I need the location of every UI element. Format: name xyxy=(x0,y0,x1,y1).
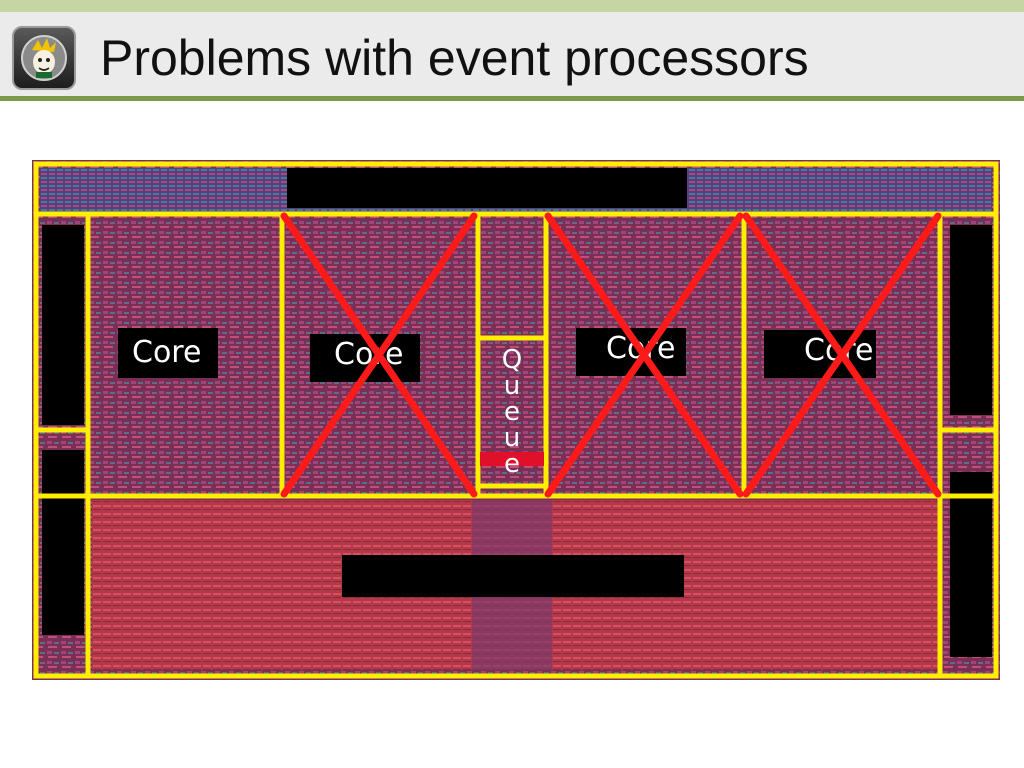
queue-letter: Q xyxy=(502,345,522,375)
queue-letter: e xyxy=(504,397,520,427)
header-rule xyxy=(0,96,1024,101)
queue-letter: u xyxy=(504,371,520,401)
redaction-right-lower xyxy=(950,472,992,657)
x-cross-icon xyxy=(280,212,478,498)
queue-letter: u xyxy=(504,423,520,453)
redaction-bottom xyxy=(342,555,684,597)
queue-letter: e xyxy=(504,449,520,479)
x-cross-icon xyxy=(742,212,942,498)
slide-header xyxy=(0,12,1024,98)
queue-label: Q u e u e xyxy=(502,345,522,479)
queue-band xyxy=(480,452,544,466)
redaction-left-upper xyxy=(42,225,84,425)
top-stripe xyxy=(0,0,1024,12)
chip-die-image: Core Core Core Core Q u e u e xyxy=(32,160,1000,680)
die-outline xyxy=(33,161,999,679)
redaction-right-upper xyxy=(950,225,992,415)
mascot-logo-icon xyxy=(12,26,76,90)
core-label-1: Core xyxy=(132,335,201,370)
redaction-top xyxy=(287,168,687,208)
x-cross-icon xyxy=(544,212,744,498)
redaction-left-lower xyxy=(42,450,84,635)
core-label-bg-1 xyxy=(118,328,218,378)
slide-title: Problems with event processors xyxy=(100,30,809,86)
